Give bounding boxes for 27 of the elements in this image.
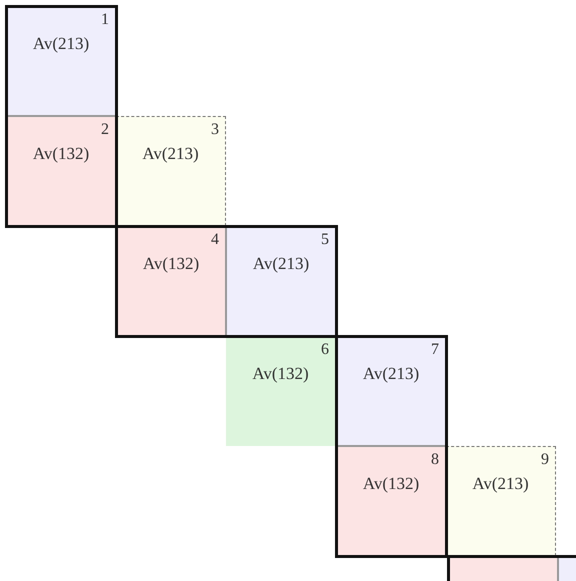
cell-label: Av(213) xyxy=(362,363,420,385)
cell-label: Av(213) xyxy=(252,253,310,275)
cell-label: Av(213) xyxy=(141,143,200,165)
cell-label: Av(213) xyxy=(471,473,530,495)
grid-cell xyxy=(6,6,116,116)
cell-number: 7 xyxy=(431,341,439,359)
cell-number: 8 xyxy=(431,451,439,469)
cell-label: Av(132) xyxy=(32,143,90,165)
cell-label: Av(132) xyxy=(251,363,310,385)
grid-cell xyxy=(6,116,116,226)
cell-number: 1 xyxy=(101,11,109,29)
cell-number: 9 xyxy=(541,451,549,469)
cell-number: 4 xyxy=(211,231,219,249)
grid-cell xyxy=(446,446,556,556)
grid-cell xyxy=(336,446,446,556)
cell-label: Av(132) xyxy=(362,473,420,495)
grid-cell xyxy=(116,226,226,336)
cell-number: 6 xyxy=(321,341,329,359)
cell-number: 3 xyxy=(211,121,219,139)
cell-label: Av(132) xyxy=(142,253,200,275)
grid-cell xyxy=(336,336,446,446)
cell-number: 5 xyxy=(321,231,329,249)
grid-cell xyxy=(116,116,226,226)
grid-cell xyxy=(226,226,336,336)
grid-cell xyxy=(226,336,336,446)
cell-label: Av(213) xyxy=(32,33,90,55)
cell-number: 2 xyxy=(101,121,109,139)
